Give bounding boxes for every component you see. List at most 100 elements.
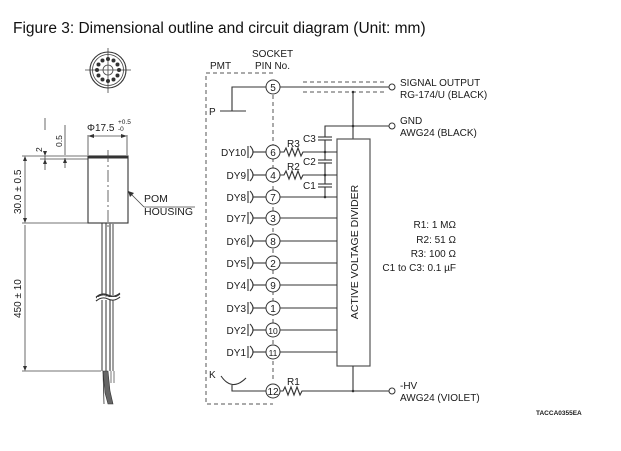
pin-10-label: 10	[268, 326, 278, 336]
dynode-curve-dy9	[249, 168, 254, 182]
r2-resistor	[280, 169, 337, 181]
dynode-label-dy3: DY3	[227, 304, 247, 315]
dynode-label-dy6: DY6	[227, 237, 247, 248]
component-values: R1: 1 MΩ R2: 51 Ω R3: 100 Ω C1 to C3: 0.…	[382, 220, 456, 274]
leads	[95, 223, 121, 405]
pin-3-label: 3	[270, 214, 276, 225]
r2-label: R2	[287, 162, 300, 173]
r3-resistor	[280, 146, 337, 158]
r3-label: R3	[287, 139, 300, 150]
height-label: 30.0 ± 0.5	[13, 169, 24, 214]
value-r2: R2: 51 Ω	[416, 235, 456, 246]
cathode-label: K	[209, 370, 216, 381]
dynode-curve-dy3	[249, 301, 254, 315]
pin-9-label: 9	[270, 281, 276, 292]
socket-pin-dot	[95, 68, 99, 72]
anode-label: P	[209, 107, 216, 118]
dynode-curve-dy1	[249, 345, 254, 359]
socket-bottom-view	[85, 48, 131, 93]
socket-label-1: SOCKET	[252, 49, 293, 60]
hv-terminal	[388, 387, 396, 395]
r1-label: R1	[287, 377, 300, 388]
gnd-label-1: GND	[400, 116, 422, 127]
capacitor-chain	[318, 136, 332, 199]
dynode-label-dy4: DY4	[227, 281, 247, 292]
socket-pin-dot	[100, 77, 105, 82]
dynode-curve-dy5	[249, 256, 254, 270]
gnd-terminal	[388, 122, 396, 130]
dynode-curve-dy8	[249, 190, 254, 204]
hv-label-2: AWG24 (VIOLET)	[400, 393, 480, 404]
housing-label-housing: HOUSING	[144, 206, 193, 218]
dynode-curve-dy10	[249, 145, 254, 159]
lead-length-label: 450 ± 10	[13, 279, 24, 318]
pin-1-label: 1	[270, 304, 276, 315]
signal-output-label-1: SIGNAL OUTPUT	[400, 78, 480, 89]
drawing-code: TACCA0355EA	[536, 410, 582, 417]
socket-pin-dot	[106, 79, 110, 83]
signal-output-terminal	[388, 83, 396, 91]
lead-length-dimension: 450 ± 10	[13, 225, 101, 372]
socket-pin-dot	[115, 73, 120, 78]
diameter-tol-minus: -0	[118, 126, 124, 133]
anode-lead	[231, 86, 266, 111]
dynode-label-dy10: DY10	[221, 148, 246, 159]
dim-2-label: 2	[34, 147, 44, 152]
height-dimension: 30.0 ± 0.5	[13, 156, 27, 223]
signal-output-label-2: RG-174/U (BLACK)	[400, 90, 487, 101]
socket-pin-dot	[96, 73, 101, 78]
value-r3: R3: 100 Ω	[411, 249, 457, 260]
figure-title: Figure 3: Dimensional outline and circui…	[13, 20, 426, 37]
active-voltage-divider	[336, 138, 371, 367]
socket-pin-dot	[106, 57, 110, 61]
value-r1: R1: 1 MΩ	[414, 220, 457, 231]
dynode-curve-dy6	[249, 234, 254, 248]
pin-2-label: 2	[270, 259, 276, 270]
gnd-label-2: AWG24 (BLACK)	[400, 128, 477, 139]
socket-pin-dot	[100, 58, 105, 63]
dynode-label-dy5: DY5	[227, 259, 247, 270]
dynode-label-dy8: DY8	[227, 193, 247, 204]
pin-8-label: 8	[270, 237, 276, 248]
pmt-label: PMT	[210, 61, 231, 72]
socket-pin-dot	[96, 62, 101, 67]
socket-pin-dot	[111, 58, 116, 63]
c1-label: C1	[303, 181, 316, 192]
cathode-lead	[231, 385, 266, 392]
value-caps: C1 to C3: 0.1 µF	[382, 263, 456, 274]
divider-label: ACTIVE VOLTAGE DIVIDER	[349, 184, 361, 319]
pin-12-label: 12	[267, 387, 279, 398]
pin-5	[265, 79, 281, 95]
c3-label: C3	[303, 134, 316, 145]
dynode-curve-dy4	[249, 278, 254, 292]
dynode-label-dy9: DY9	[227, 171, 247, 182]
socket-label-2: PIN No.	[255, 61, 290, 72]
r1-resistor	[280, 385, 389, 397]
diameter-label: Φ17.5	[87, 123, 115, 134]
housing-label-pom: POM	[144, 193, 168, 205]
pin-7-label: 7	[270, 193, 276, 204]
pin-6-label: 6	[270, 148, 276, 159]
housing: POM HOUSING	[22, 150, 195, 230]
socket-pin-dot	[111, 77, 116, 82]
dynode-curve-dy7	[249, 211, 254, 225]
diameter-tol-plus: +0.5	[118, 119, 131, 126]
c2-label: C2	[303, 157, 316, 168]
dim-05-label: 0.5	[54, 135, 64, 147]
pin-4-label: 4	[270, 171, 276, 182]
socket-pin-dot	[115, 62, 120, 67]
socket-pin-dot	[117, 68, 121, 72]
dynode-label-dy7: DY7	[227, 214, 247, 225]
pin-5-label: 5	[270, 83, 276, 94]
pin-11-label: 11	[269, 348, 278, 358]
dynode-label-dy2: DY2	[227, 326, 247, 337]
small-dimensions: 2 0.5	[34, 118, 67, 170]
hv-label-1: -HV	[400, 381, 418, 392]
pmt-boundary	[205, 72, 273, 405]
diameter-dimension: Φ17.5 +0.5 -0	[87, 119, 131, 155]
dynode-label-dy1: DY1	[227, 348, 247, 359]
dynode-curve-dy2	[249, 323, 254, 337]
cathode-electrode	[220, 375, 247, 386]
